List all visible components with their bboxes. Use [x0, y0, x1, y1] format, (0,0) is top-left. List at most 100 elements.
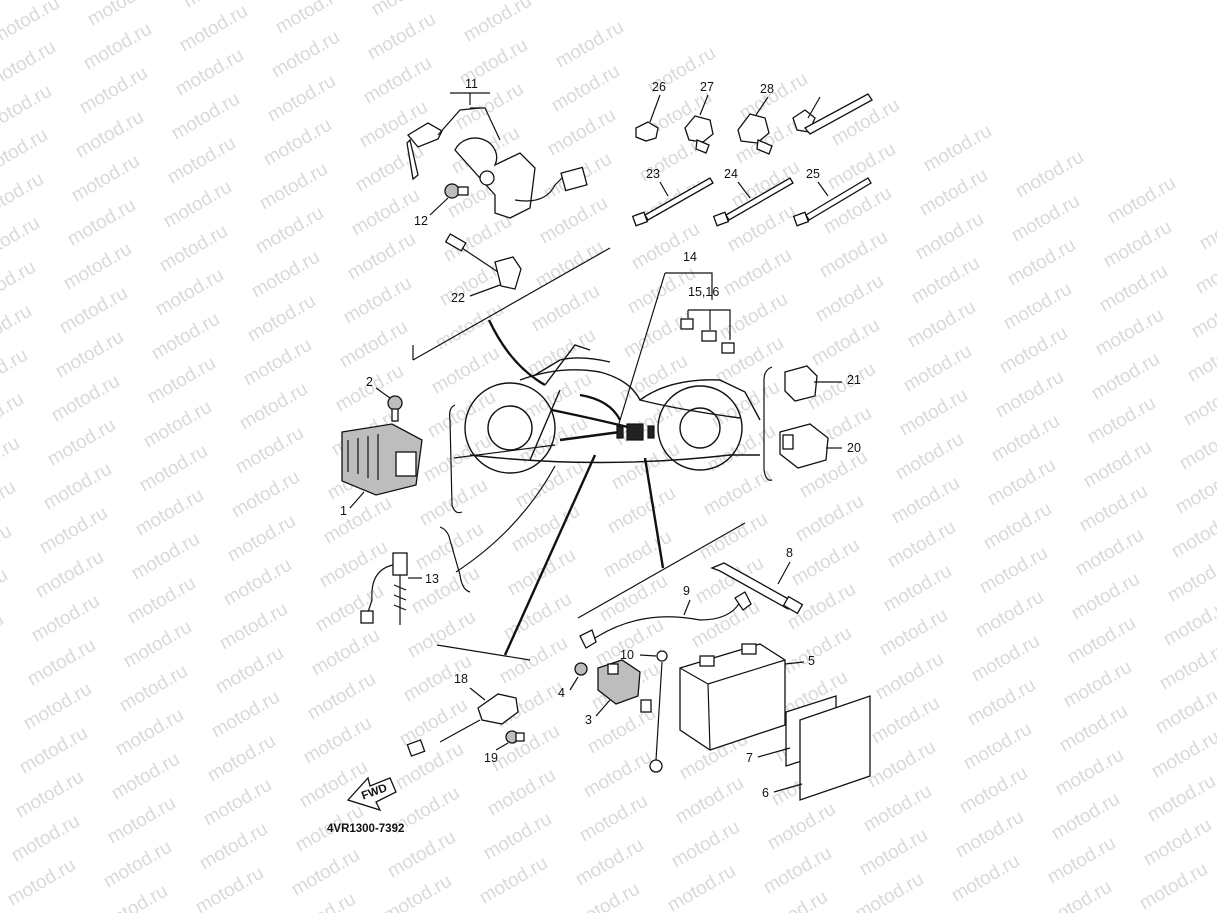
watermark-text: motod.ru — [132, 485, 207, 541]
callout-18: 19 — [484, 751, 498, 765]
watermark-text: motod.ru — [976, 543, 1051, 599]
watermark-text: motod.ru — [868, 693, 943, 749]
part-20-relay — [784, 365, 818, 402]
watermark-text: motod.ru — [364, 9, 439, 65]
watermark-text: motod.ru — [552, 17, 627, 73]
watermark-text: motod.ru — [880, 561, 955, 617]
callout-23: 24 — [724, 167, 738, 181]
watermark-text: motod.ru — [0, 609, 7, 665]
watermark-text: motod.ru — [1076, 481, 1151, 537]
watermark-text: motod.ru — [4, 855, 79, 911]
callout-22: 23 — [646, 167, 660, 181]
callout-9: 9 — [683, 584, 690, 598]
watermark-text: motod.ru — [788, 535, 863, 591]
part-1-rectifier-regulator — [341, 423, 423, 496]
watermark-text: motod.ru — [316, 537, 391, 593]
watermark-text: motod.ru — [916, 165, 991, 221]
part-5-battery — [679, 643, 786, 751]
watermark-text: motod.ru — [1088, 349, 1163, 405]
watermark-text: motod.ru — [236, 379, 311, 435]
part-3-starter-relay — [597, 659, 641, 705]
watermark-text: motod.ru — [856, 825, 931, 881]
watermark-text: motod.ru — [100, 837, 175, 893]
part-24-cable-tie — [792, 177, 872, 227]
bracket-17 — [436, 644, 531, 661]
watermark-text: motod.ru — [808, 315, 883, 371]
watermark-text: motod.ru — [628, 219, 703, 275]
watermark-text: motod.ru — [892, 429, 967, 485]
watermark-text: motod.ru — [288, 845, 363, 901]
watermark-text: motod.ru — [224, 511, 299, 567]
watermark-text: motod.ru — [256, 159, 331, 215]
watermark-text: motod.ru — [780, 623, 855, 679]
callout-7: 7 — [746, 751, 753, 765]
part-25-clip — [635, 121, 659, 142]
watermark-text: motod.ru — [360, 53, 435, 109]
watermark-text: motod.ru — [60, 239, 135, 295]
callout-10: 10 — [620, 648, 634, 662]
watermark-text: motod.ru — [1168, 507, 1217, 563]
watermark-text: motod.ru — [152, 265, 227, 321]
part-14-fuse — [680, 318, 694, 330]
watermark-text: motod.ru — [1052, 745, 1127, 801]
watermark-text: motod.ru — [1072, 525, 1147, 581]
watermark-text: motod.ru — [1004, 235, 1079, 291]
watermark-text: motod.ru — [720, 245, 795, 301]
part-17-sensor — [406, 693, 519, 757]
watermark-text: motod.ru — [104, 793, 179, 849]
watermark-text: motod.ru — [1156, 639, 1217, 695]
watermark-text: motod.ru — [396, 695, 471, 751]
watermark-text: motod.ru — [1196, 199, 1217, 255]
callout-12: 12 — [414, 214, 428, 228]
watermark-text: motod.ru — [116, 661, 191, 717]
watermark-text: motod.ru — [348, 185, 423, 241]
watermark-text: motod.ru — [1056, 701, 1131, 757]
part-15-16-fuses — [701, 330, 735, 354]
watermark-text: motod.ru — [264, 71, 339, 127]
watermark-text: motod.ru — [988, 411, 1063, 467]
watermark-text: motod.ru — [980, 499, 1055, 555]
watermark-text: motod.ru — [168, 89, 243, 145]
watermark-text: motod.ru — [668, 817, 743, 873]
watermark-text: motod.ru — [308, 625, 383, 681]
watermark-text: motod.ru — [1044, 833, 1119, 889]
part-6-pad — [799, 695, 871, 801]
watermark-text: motod.ru — [764, 799, 839, 855]
part-22-cable-tie — [631, 177, 714, 227]
callout-3: 3 — [585, 713, 592, 727]
watermark-text: motod.ru — [1136, 859, 1211, 913]
watermark-text: motod.ru — [384, 827, 459, 883]
watermark-text: motod.ru — [920, 121, 995, 177]
part-26-clip — [684, 115, 714, 154]
watermark-text: motod.ru — [220, 555, 295, 611]
watermark-text: motod.ru — [232, 423, 307, 479]
watermark-text: motod.ru — [1092, 305, 1167, 361]
watermark-text: motod.ru — [1080, 437, 1155, 493]
watermark-text: motod.ru — [156, 221, 231, 277]
watermark-text: motod.ru — [1012, 147, 1087, 203]
part-28-band — [792, 93, 873, 135]
watermark-text: motod.ru — [888, 473, 963, 529]
watermark-text: motod.ru — [964, 675, 1039, 731]
watermark-text: motod.ru — [216, 599, 291, 655]
watermark-text: motod.ru — [164, 133, 239, 189]
watermark-text: motod.ru — [212, 643, 287, 699]
callout-21: 22 — [451, 291, 465, 305]
motorcycle-outline — [464, 344, 761, 474]
watermark-text: motod.ru — [972, 587, 1047, 643]
part-18-bolt — [505, 730, 525, 744]
watermark-text: motod.ru — [864, 737, 939, 793]
callout-27: 28 — [760, 82, 774, 96]
callout-19: 20 — [847, 441, 861, 455]
watermark-text: motod.ru — [1064, 613, 1139, 669]
watermark-text: motod.ru — [480, 809, 555, 865]
watermark-text: motod.ru — [172, 45, 247, 101]
part-8-battery-band — [710, 562, 804, 615]
watermark-text: motod.ru — [896, 385, 971, 441]
watermark-text: motod.ru — [544, 105, 619, 161]
part-10-lead — [640, 650, 668, 773]
watermark-text: motod.ru — [408, 563, 483, 619]
watermark-text: motod.ru — [432, 299, 507, 355]
watermark-text: motod.ru — [604, 483, 679, 539]
